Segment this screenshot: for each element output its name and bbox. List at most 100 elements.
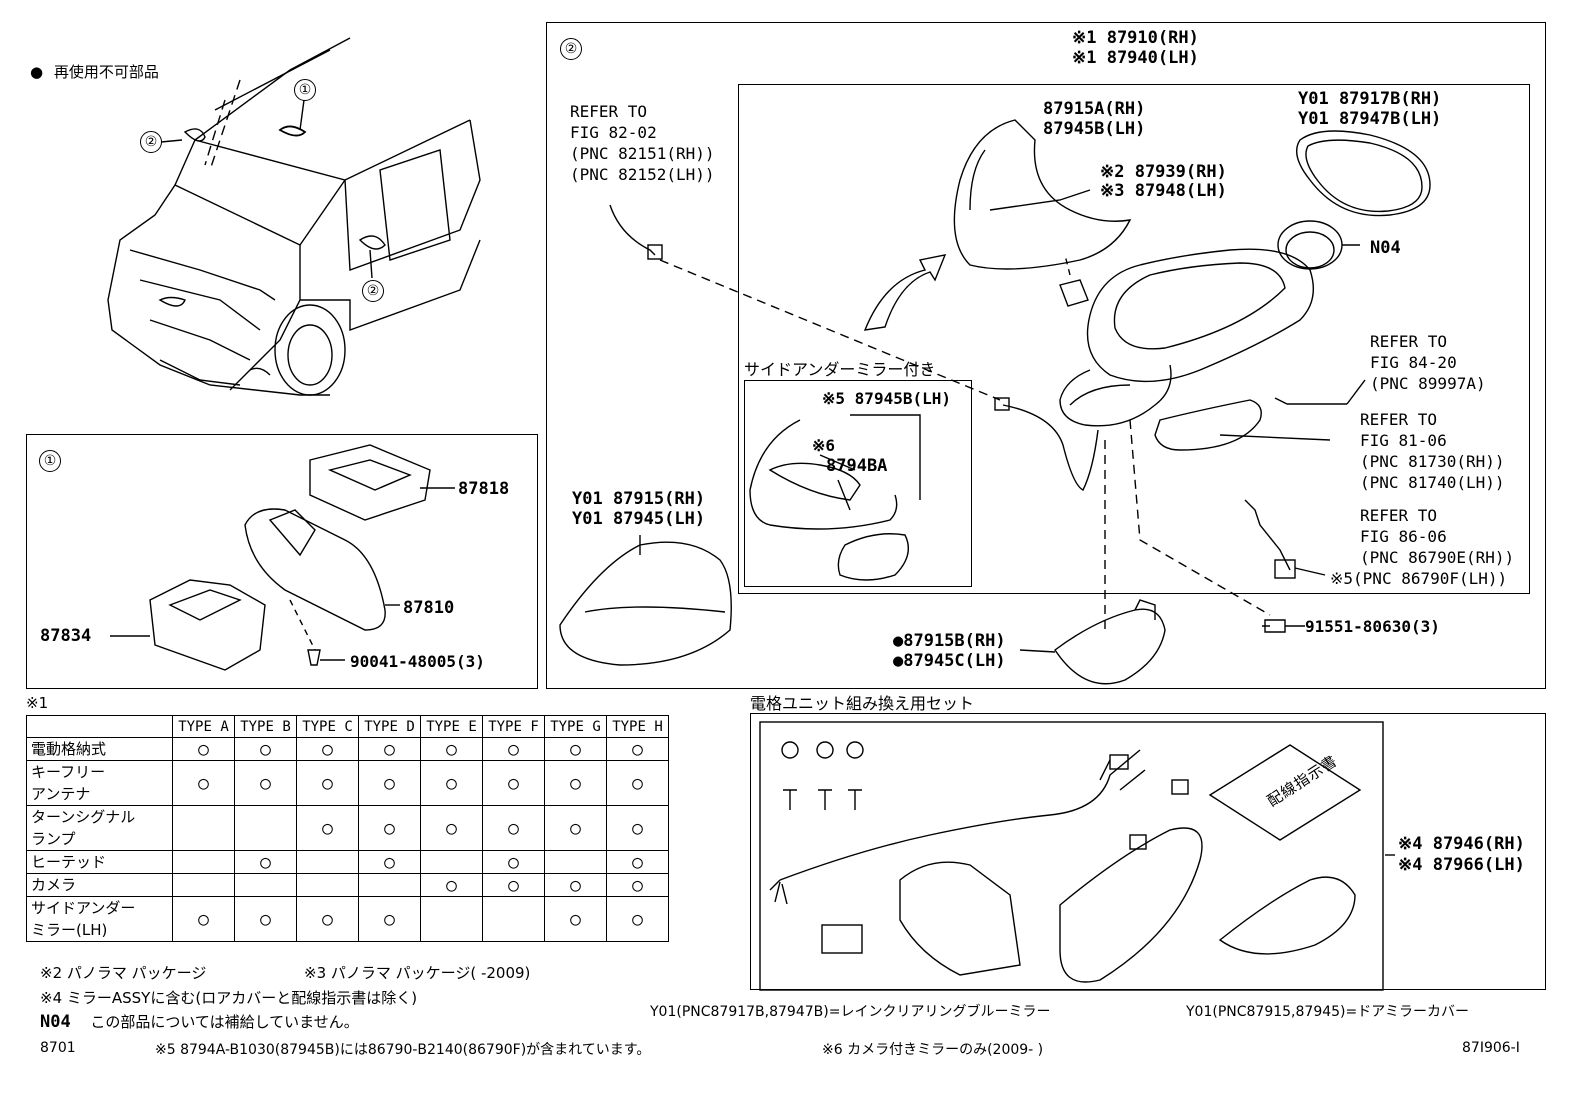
availability-mark: ○ (322, 738, 333, 760)
type-cell (420, 850, 483, 874)
row-label: サイドアンダーミラー(LH) (26, 896, 173, 942)
part-87915A: 87915A(RH) (1043, 99, 1146, 119)
header-type-h: TYPE H (606, 715, 669, 738)
availability-mark: ○ (632, 908, 643, 930)
type-cell: ○ (420, 737, 483, 761)
refer-81-line-1: REFER TO (1360, 410, 1438, 429)
availability-mark: ○ (570, 772, 581, 794)
type-cell: ○ (234, 896, 297, 942)
part-87945B: 87945B(LH) (1043, 119, 1146, 139)
row-label-line: ヒーテッド (31, 853, 107, 871)
header-type-f: TYPE F (482, 715, 545, 738)
availability-mark: ○ (446, 772, 457, 794)
type-cell: ○ (358, 896, 421, 942)
panel-side-under-mirror (744, 380, 972, 587)
table-row: ターンシグナルランプ○○○○○○ (26, 805, 669, 851)
type-cell: ○ (358, 850, 421, 874)
part-bolt-91551: 91551-80630(3) (1305, 617, 1440, 636)
table-row: 電動格納式○○○○○○○○ (26, 737, 669, 761)
header-type-b: TYPE B (234, 715, 297, 738)
availability-mark: ○ (260, 772, 271, 794)
type-cell (482, 896, 545, 942)
type-table: TYPE A TYPE B TYPE C TYPE D TYPE E TYPE … (26, 715, 669, 942)
type-cell: ○ (544, 737, 607, 761)
refer-84-line-3: (PNC 89997A) (1370, 374, 1486, 393)
type-cell: ○ (544, 896, 607, 942)
type-cell (172, 805, 235, 851)
type-cell: ○ (606, 873, 669, 897)
type-cell (544, 850, 607, 874)
refer-81-line-2: FIG 81-06 (1360, 431, 1447, 450)
type-cell: ○ (606, 737, 669, 761)
part-87915B: ●87915B(RH) (893, 631, 1006, 651)
type-cell (296, 873, 359, 897)
type-cell: ○ (606, 850, 669, 874)
type-cell: ○ (482, 737, 545, 761)
note-n04: N04 この部品については補給していません。 (40, 1011, 359, 1032)
set-box-drawing (759, 721, 1395, 991)
availability-mark: ○ (508, 772, 519, 794)
header-type-a: TYPE A (172, 715, 235, 738)
row-label-line: 電動格納式 (31, 740, 107, 758)
refer-fig-84-20: REFER TO FIG 84-20 (PNC 89997A) (1370, 331, 1486, 394)
note-n04-code: N04 (40, 1012, 71, 1032)
table-row: ヒーテッド○○○○ (26, 850, 669, 874)
refer-81-line-4: (PNC 81740(LH)) (1360, 473, 1505, 492)
row-label-line: カメラ (31, 876, 77, 894)
availability-mark: ○ (632, 851, 643, 873)
table-body: 電動格納式○○○○○○○○キーフリーアンテナ○○○○○○○○ターンシグナルランプ… (26, 737, 669, 942)
part-screw-90041: 90041-48005(3) (350, 652, 485, 671)
row-label-line: ミラー(LH) (31, 921, 108, 939)
table-header-row: TYPE A TYPE B TYPE C TYPE D TYPE E TYPE … (26, 715, 669, 738)
panel-set-box (750, 713, 1546, 990)
type-cell: ○ (296, 737, 359, 761)
availability-mark: ○ (570, 817, 581, 839)
panel-2-callout: ② (560, 38, 582, 60)
row-label: 電動格納式 (26, 737, 173, 761)
part-87948: ※3 87948(LH) (1100, 181, 1227, 201)
type-cell: ○ (482, 805, 545, 851)
type-cell: ○ (234, 760, 297, 806)
availability-mark: ○ (570, 738, 581, 760)
availability-mark: ○ (446, 874, 457, 896)
type-cell: ○ (544, 805, 607, 851)
header-type-e: TYPE E (420, 715, 483, 738)
availability-mark: ○ (508, 874, 519, 896)
type-cell (358, 873, 421, 897)
availability-mark: ○ (260, 908, 271, 930)
part-87945C: ●87945C(LH) (893, 651, 1006, 671)
set-box-title: 電格ユニット組み換え用セット (750, 694, 975, 713)
side-under-mirror-title: サイドアンダーミラー付き (744, 360, 936, 379)
type-cell: ○ (606, 896, 669, 942)
part-87945B-su: ※5 87945B(LH) (822, 389, 951, 408)
note-x6-footer: ※6 カメラ付きミラーのみ(2009- ) (822, 1042, 1044, 1058)
part-87810: 87810 (403, 598, 455, 618)
type-cell (420, 896, 483, 942)
part-87939: ※2 87939(RH) (1100, 162, 1227, 182)
row-label-line: サイドアンダー (31, 899, 136, 917)
note-y01-cover: Y01(PNC87915,87945)=ドアミラーカバー (1186, 1004, 1469, 1020)
row-label: ヒーテッド (26, 850, 173, 874)
panel-1-callout: ① (39, 450, 61, 472)
type-cell: ○ (420, 873, 483, 897)
legend-text: 再使用不可部品 (53, 63, 159, 81)
refer-86-line-4: ※5(PNC 86790F(LH)) (1330, 569, 1508, 588)
type-cell: ○ (358, 737, 421, 761)
type-cell: ○ (544, 760, 607, 806)
figure-code: 8701 (40, 1040, 76, 1056)
part-87818: 87818 (458, 479, 510, 499)
availability-mark: ○ (384, 908, 395, 930)
note-x5: ※5 8794A-B1030(87945B)には86790-B2140(8679… (155, 1042, 651, 1058)
availability-mark: ○ (260, 738, 271, 760)
type-cell: ○ (172, 760, 235, 806)
note-y01-blue-mirror: Y01(PNC87917B,87947B)=レインクリアリングブルーミラー (650, 1004, 1051, 1020)
availability-mark: ○ (384, 817, 395, 839)
part-87947B: Y01 87947B(LH) (1298, 109, 1442, 129)
callout-2-vehicle-left: ② (140, 131, 162, 153)
type-cell: ○ (172, 896, 235, 942)
type-cell: ○ (606, 760, 669, 806)
table-corner (26, 715, 173, 738)
availability-mark: ○ (198, 908, 209, 930)
availability-mark: ○ (198, 738, 209, 760)
refer-86-line-2: FIG 86-06 (1360, 527, 1447, 546)
